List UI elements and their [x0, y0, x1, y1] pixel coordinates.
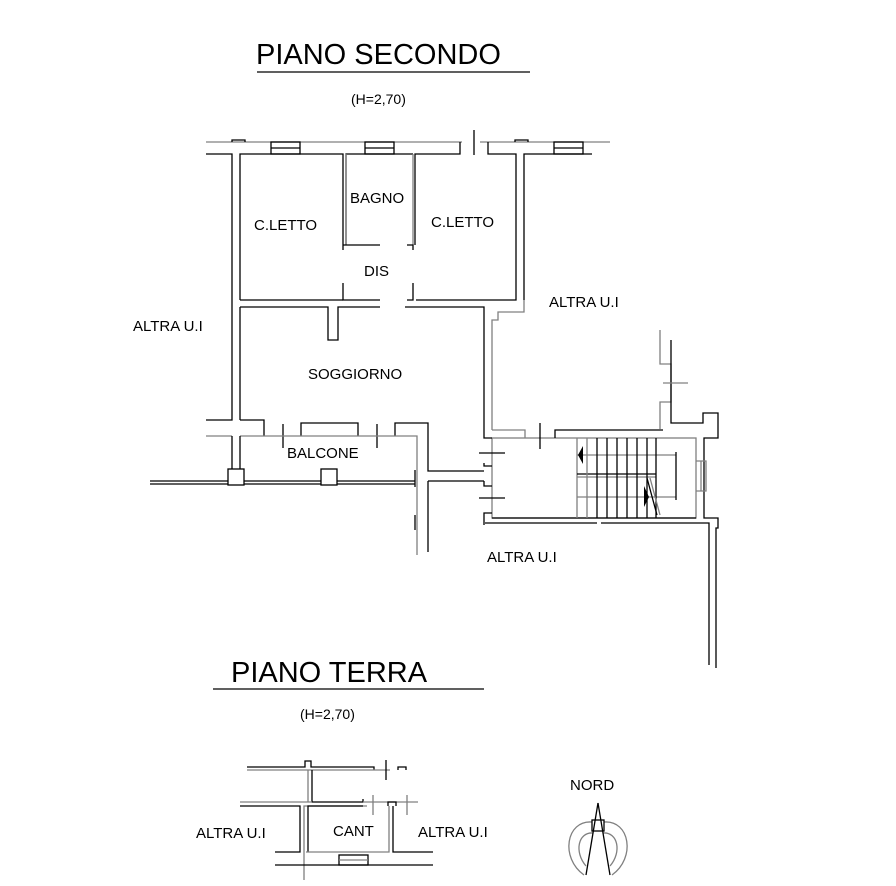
ground-floor-height-note: (H=2,70): [300, 706, 355, 722]
balcony-inner-line: [240, 435, 418, 555]
stair-arrow-up-icon: [578, 446, 583, 464]
stair-north-wall: [554, 429, 663, 438]
room-label-living-room: SOGGIORNO: [308, 366, 402, 383]
room-label-balcony: BALCONE: [287, 445, 359, 462]
stairwell-outline: [491, 437, 697, 519]
cellar-east-wall: [392, 806, 433, 853]
dis-wall-bottom-right: [407, 283, 414, 301]
room-label-bedroom-right: C.LETTO: [431, 214, 494, 231]
ground-floor-title: PIANO TERRA: [231, 657, 428, 689]
ground-floor-labels: CANT ALTRA U.I ALTRA U.I: [196, 823, 488, 842]
neighbor-label-west: ALTRA U.I: [133, 318, 203, 335]
gf-neighbor-label-west: ALTRA U.I: [196, 825, 266, 842]
compass-north-arrow-icon: [568, 802, 628, 876]
pillar-cap: [231, 139, 246, 142]
gf-west-wall: [240, 805, 301, 853]
gf-inner-wall: [311, 770, 364, 803]
east-outer-wall: [670, 340, 719, 668]
room-label-hallway: DIS: [364, 263, 389, 280]
landing-jamb-c: [483, 512, 492, 525]
bedroom-right-top-left: [414, 142, 461, 245]
stair-treads: [586, 438, 657, 518]
upper-floor-title: PIANO SECONDO: [256, 39, 501, 71]
compass-inner-ring: [578, 832, 618, 867]
gf-north-wall: [247, 760, 375, 770]
balcony-pillar-mid: [320, 468, 338, 486]
neighbor-label-east: ALTRA U.I: [549, 294, 619, 311]
cellar-east-gray: [306, 806, 390, 853]
east-wall-top: [523, 153, 592, 300]
compass-needle-left: [585, 802, 599, 876]
dis-wall-bottom-left: [342, 283, 380, 301]
gf-pillar-small: [387, 801, 397, 806]
balcony-wall-c: [394, 422, 484, 472]
upper-floor-height-note: (H=2,70): [351, 91, 406, 107]
bedroom-right-walls: [416, 142, 517, 301]
gf-pillar-cap: [397, 766, 407, 770]
landing-jamb-a: [483, 463, 492, 467]
stair-break-line-2: [649, 477, 661, 516]
soggiorno-top-wall: [240, 306, 380, 341]
gf-neighbor-label-east: ALTRA U.I: [418, 824, 488, 841]
east-corridor-wall: [491, 300, 525, 430]
cellar-west-gray: [303, 805, 367, 880]
neighbor-label-south: ALTRA U.I: [487, 549, 557, 566]
balcony-pillar-left: [227, 468, 245, 486]
stair-north-gray-a: [492, 429, 526, 438]
balcony-wall-b: [300, 422, 359, 436]
stair-arrow-down-icon: [644, 486, 649, 507]
west-wall-outer-mid: [206, 300, 233, 421]
stair-break-line: [646, 477, 658, 516]
ground-floor-walls: [240, 760, 433, 880]
south-corridor-wall-b: [601, 522, 710, 665]
cellar-west-wall: [307, 805, 363, 852]
room-label-bedroom-left: C.LETTO: [254, 217, 317, 234]
compass-hub: [591, 819, 605, 832]
east-gray-wall: [659, 330, 672, 429]
balcony-wall-a: [240, 419, 265, 436]
dis-jamb-tr: [407, 244, 414, 250]
room-label-cellar: CANT: [333, 823, 374, 840]
room-label-bathroom: BAGNO: [350, 190, 404, 207]
compass-needle-right: [597, 802, 611, 876]
north-compass: NORD: [568, 777, 628, 876]
compass-label: NORD: [570, 777, 614, 794]
soggiorno-east-wall: [405, 306, 485, 430]
west-wall-outer-top: [206, 153, 233, 300]
stair-entry-jamb: [483, 430, 492, 439]
upper-floor-room-labels: C.LETTO BAGNO C.LETTO DIS SOGGIORNO BALC…: [133, 190, 619, 566]
pillar-cap-right: [514, 139, 529, 142]
landing-jamb-b: [483, 481, 492, 487]
compass-outer-ring: [568, 821, 628, 876]
upper-floor-title-block: PIANO SECONDO (H=2,70): [256, 39, 530, 107]
upper-floor-walls: [150, 130, 719, 668]
ground-floor-title-block: PIANO TERRA (H=2,70): [213, 657, 484, 722]
